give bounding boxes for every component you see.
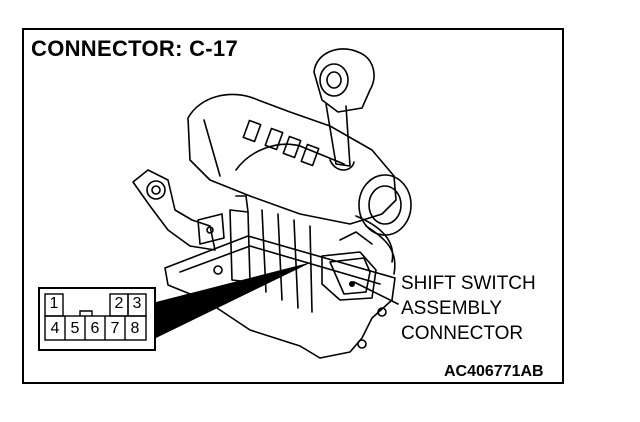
pin-2-label: 2 [114,295,124,312]
pin-6-label: 6 [90,320,100,337]
pin-5-label: 5 [70,320,80,337]
diagram-frame [22,28,564,384]
callout-line-3: CONNECTOR [401,323,524,344]
pin-8-label: 8 [130,320,140,337]
pin-1-label: 1 [49,295,59,312]
pin-4-label: 4 [50,320,60,337]
callout-line-2: ASSEMBLY [401,298,503,319]
connector-grid [44,293,147,341]
pin-3-label: 3 [132,295,142,312]
pin-7-label: 7 [110,320,120,337]
connector-face: 1 2 3 4 5 6 7 8 [38,287,156,351]
page-title: CONNECTOR: C-17 [31,36,239,61]
figure-id: AC406771AB [444,363,544,380]
callout-line-1: SHIFT SWITCH [401,273,536,294]
